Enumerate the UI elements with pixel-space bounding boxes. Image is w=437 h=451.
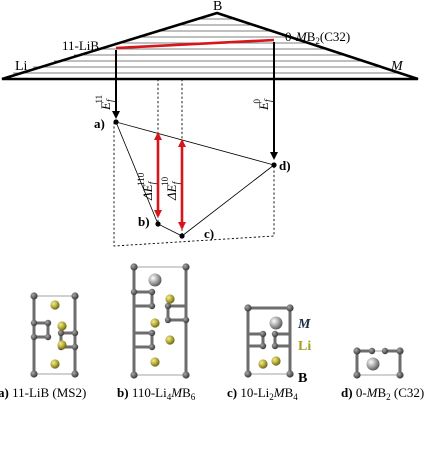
point-label-b: b): [138, 214, 150, 229]
label-ef-11: Ef11: [94, 95, 115, 111]
phase-label-lib: 11-LiB: [62, 38, 99, 53]
vertex-label-li: Li: [15, 59, 28, 74]
vertex-label-b: B: [213, 0, 222, 14]
vertex-label-m: M: [390, 59, 404, 74]
label-ef-0: Ef0: [252, 98, 273, 111]
point-label-c: c): [204, 226, 214, 241]
legend-label-b: B: [298, 371, 307, 386]
structure-a: [30, 292, 79, 378]
composition-triangle: B Li M 11-LiB 0-MB2(C32): [1, 0, 419, 81]
point-label-d: d): [279, 158, 291, 173]
triangle-outline: [1, 11, 419, 81]
label-delta-ef-10: ΔEf10: [160, 176, 181, 201]
caption-a: a) 11-LiB (MS2): [0, 385, 86, 400]
point-a: [113, 119, 119, 125]
point-b: [155, 221, 161, 227]
label-delta-ef-110: ΔEf110: [136, 172, 157, 201]
caption-b: b) 110-Li4MB6: [117, 385, 196, 402]
energy-diagram: a) b) c) d) Ef11 Ef0 ΔEf110 ΔEf10: [94, 42, 291, 247]
legend-label-li: Li: [298, 339, 311, 354]
legend-label-m: M: [297, 317, 311, 332]
point-d: [271, 162, 277, 168]
point-label-a: a): [94, 116, 105, 131]
structure-b: [130, 263, 190, 379]
atom-legend: M Li B: [297, 317, 311, 386]
point-c: [179, 233, 185, 239]
caption-d: d) 0-MB2 (C32): [341, 385, 424, 402]
tie-line-red: [115, 38, 275, 50]
structure-c: [244, 304, 294, 378]
structure-d: [353, 347, 404, 379]
dashed-projection-frame: [113, 122, 275, 247]
phase-label-mb2: 0-MB2(C32): [285, 29, 350, 46]
caption-c: c) 10-Li2MB4: [227, 385, 298, 402]
